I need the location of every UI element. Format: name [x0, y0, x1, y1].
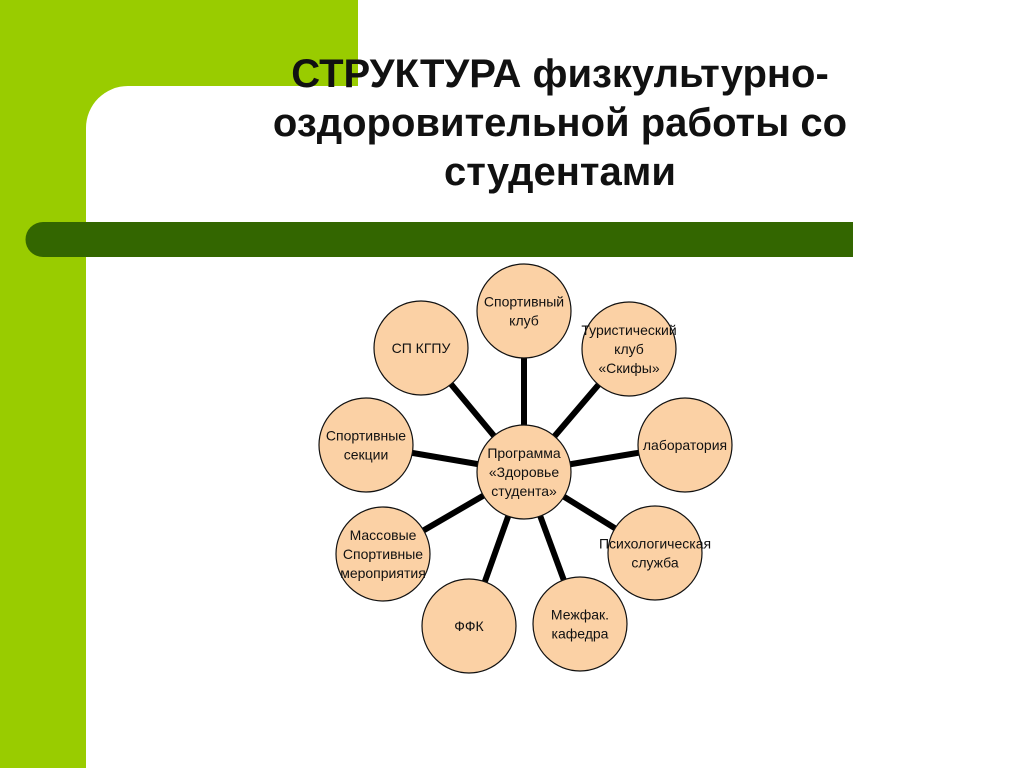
node-psych-service-label-line: служба	[631, 555, 679, 571]
node-ffk-label: ФФК	[454, 618, 484, 634]
node-mass-events-circle	[335, 506, 431, 602]
center-node-program-label-line: Программа	[487, 445, 561, 461]
center-node-program-label-line: студента»	[491, 483, 557, 499]
center-node-program-circle	[476, 424, 572, 520]
center-node-program-label: Программа «Здоровье студента»	[487, 445, 561, 499]
node-sp-kgpu-label-line: СП КГПУ	[392, 340, 451, 356]
node-sport-sections-label-line: Спортивные	[326, 428, 406, 444]
node-tourist-club-label-line: «Скифы»	[598, 360, 659, 376]
node-mass-events-label-line: мероприятия	[340, 565, 426, 581]
node-sp-kgpu: СП КГПУ	[373, 300, 469, 396]
node-sp-kgpu-label: СП КГПУ	[392, 340, 451, 356]
node-mass-events-label-line: Спортивные	[343, 546, 423, 562]
node-interfac-dept-label: Межфак. кафедра	[551, 607, 609, 642]
node-psych-service-label: Психологическая служба	[599, 536, 711, 571]
node-interfac-dept-label-line: Межфак.	[551, 607, 609, 623]
slide-title: СТРУКТУРА физкультурно-оздоровительной р…	[272, 52, 848, 194]
node-ffk: ФФК	[421, 578, 517, 674]
node-psych-service-label-line: Психологическая	[599, 536, 711, 552]
node-interfac-dept-circle	[532, 576, 628, 672]
node-sp-kgpu-circle	[373, 300, 469, 396]
node-psych-service-circle	[607, 505, 703, 601]
center-node-program: Программа «Здоровье студента»	[476, 424, 572, 520]
node-psych-service: Психологическая служба	[599, 505, 711, 601]
node-laboratory-label: лаборатория	[643, 437, 727, 453]
center-node-program-label-line: «Здоровье	[489, 464, 560, 480]
node-tourist-club-label-line: Туристический	[581, 322, 676, 338]
node-sport-sections-label: Спортивные секции	[326, 428, 406, 463]
node-sport-sections-label-line: секции	[344, 447, 389, 463]
node-sport-club-circle	[476, 263, 572, 359]
node-sport-club: Спортивный клуб	[476, 263, 572, 359]
node-laboratory: лаборатория	[637, 397, 733, 493]
node-laboratory-label-line: лаборатория	[643, 437, 727, 453]
node-tourist-club-label-line: клуб	[614, 341, 644, 357]
node-interfac-dept-label-line: кафедра	[552, 626, 609, 642]
node-tourist-club-circle	[581, 301, 677, 397]
node-sport-club-label: Спортивный клуб	[484, 294, 564, 329]
node-interfac-dept: Межфак. кафедра	[532, 576, 628, 672]
title-divider-bar	[25, 222, 853, 257]
node-mass-events-label-line: Массовые	[350, 527, 417, 543]
node-sport-sections: Спортивные секции	[318, 397, 414, 493]
node-sport-club-label-line: Спортивный	[484, 294, 564, 310]
node-laboratory-circle	[637, 397, 733, 493]
node-ffk-label-line: ФФК	[454, 618, 484, 634]
node-ffk-circle	[421, 578, 517, 674]
node-tourist-club: Туристический клуб «Скифы»	[581, 301, 677, 397]
node-sport-sections-circle	[318, 397, 414, 493]
node-sport-club-label-line: клуб	[509, 313, 539, 329]
node-tourist-club-label: Туристический клуб «Скифы»	[581, 322, 676, 376]
